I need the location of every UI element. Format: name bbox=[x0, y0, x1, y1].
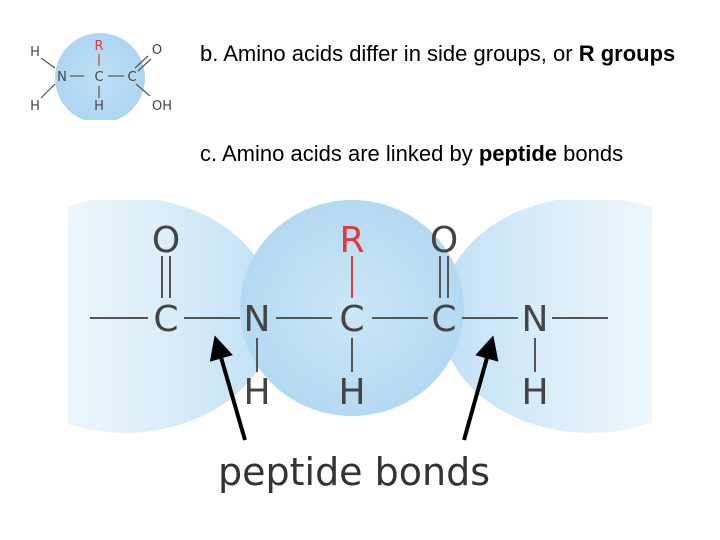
bullet-c-text: c. Amino acids are linked by bbox=[200, 141, 479, 166]
bond-c-o-1 bbox=[134, 55, 149, 69]
atom-h-left: H bbox=[243, 372, 270, 413]
bullet-b: b. Amino acids differ in side groups, or… bbox=[200, 40, 700, 67]
atom-h-alpha: H bbox=[338, 372, 365, 413]
right-residue-circle bbox=[440, 200, 660, 433]
amino-acid-circle bbox=[55, 33, 145, 120]
atom-o: O bbox=[152, 43, 162, 58]
amino-acid-diagram: R H H N C C H O OH bbox=[30, 33, 172, 120]
bond-c-o-2 bbox=[137, 58, 152, 72]
bond-h-n-top bbox=[40, 57, 56, 69]
atom-h-bottom: H bbox=[30, 99, 40, 114]
bullet-c: c. Amino acids are linked by peptide bon… bbox=[200, 140, 680, 192]
atom-r: R bbox=[94, 39, 103, 54]
atom-oh: OH bbox=[152, 99, 172, 114]
bullet-b-text: b. Amino acids differ in side groups, or bbox=[200, 41, 579, 66]
bond-h-n-bottom bbox=[40, 83, 56, 99]
bullet-b-bold: R groups bbox=[578, 41, 676, 66]
atom-h-alpha: H bbox=[94, 99, 104, 114]
atom-c-right: C bbox=[431, 299, 456, 340]
atom-c-carbonyl: C bbox=[127, 70, 136, 85]
atom-n-left: N bbox=[244, 299, 271, 340]
atom-h-right: H bbox=[521, 372, 548, 413]
atom-n-right: N bbox=[522, 299, 549, 340]
atom-c-alpha: C bbox=[94, 70, 103, 85]
atom-o-right: O bbox=[430, 220, 458, 261]
atom-o-left: O bbox=[152, 220, 180, 261]
atom-c-left: C bbox=[153, 299, 178, 340]
atom-n: N bbox=[57, 70, 67, 85]
peptide-bonds-caption: peptide bonds bbox=[218, 450, 490, 494]
central-residue-circle bbox=[240, 200, 464, 416]
atom-c-alpha: C bbox=[339, 299, 364, 340]
atom-h-top: H bbox=[30, 45, 40, 60]
arrow-left-peptide-bond bbox=[209, 335, 247, 441]
arrow-right-peptide-bond bbox=[462, 335, 499, 441]
bullet-c-tail: bonds bbox=[557, 141, 624, 166]
bullet-c-bold: peptide bbox=[478, 141, 558, 166]
left-residue-circle bbox=[60, 200, 275, 433]
bond-c-oh bbox=[135, 83, 151, 97]
peptide-bond-diagram: R O O C N C C N H H H peptide bonds bbox=[60, 200, 660, 520]
atom-r: R bbox=[339, 220, 364, 261]
